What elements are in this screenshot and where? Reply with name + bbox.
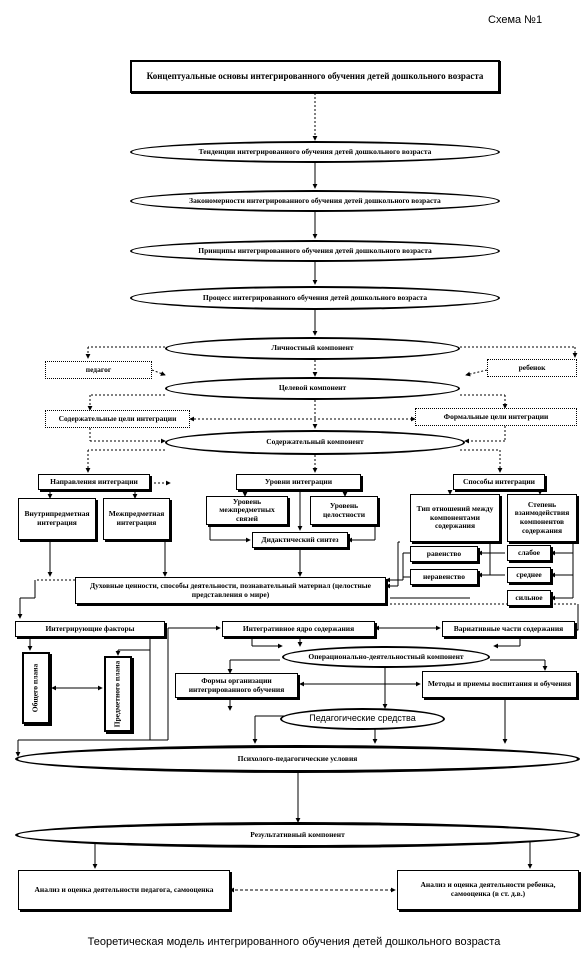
general-plan-label: Общего плана (30, 663, 40, 713)
target-component-ellipse: Целевой компонент (165, 377, 460, 400)
teacher-box: педагог (45, 361, 152, 379)
interaction-degree-box: Степень взаимодействия компонентов содер… (507, 494, 577, 542)
interdisciplinary-level-box: Уровень межпредметных связей (206, 496, 288, 525)
caption: Теоретическая модель интегрированного об… (87, 936, 501, 948)
weak-box: слабое (507, 545, 551, 561)
process-ellipse: Процесс интегрированного обучения детей … (130, 286, 500, 310)
child-box: ребенок (487, 359, 577, 377)
result-component-ellipse: Результативный компонент (15, 822, 580, 848)
general-plan-box: Общего плана (22, 652, 50, 724)
inter-integration-box: Межпредметная интеграция (103, 498, 170, 540)
organization-forms-box: Формы организации интегрированного обуче… (175, 673, 298, 698)
personal-component-ellipse: Личностный компонент (165, 337, 460, 360)
pedagogical-means-ellipse: Педагогические средства (280, 708, 445, 730)
scheme-label: Схема №1 (488, 14, 543, 26)
subject-plan-label: Предметного плана (112, 660, 122, 728)
formal-goals-box: Формальные цели интеграции (415, 408, 577, 426)
strong-box: сильное (507, 590, 551, 606)
subject-plan-box: Предметного плана (104, 656, 132, 732)
levels-header: Уровни интеграции (236, 474, 361, 490)
tendencies-ellipse: Тенденции интегрированного обучения дете… (130, 141, 500, 163)
content-goals-box: Содержательные цели интеграции (45, 410, 190, 428)
teacher-analysis-box: Анализ и оценка деятельности педагога, с… (18, 870, 230, 910)
directions-header: Направления интеграции (38, 474, 150, 490)
relation-type-box: Тип отношений между компонентами содержа… (410, 494, 500, 542)
values-box: Духовные ценности, способы деятельности,… (75, 577, 386, 604)
core-content-box: Интегративное ядро содержания (222, 621, 375, 637)
regularities-ellipse: Закономерности интегрированного обучения… (130, 190, 500, 212)
didactic-synthesis-box: Дидактический синтез (252, 532, 348, 548)
equality-box: равенство (410, 546, 478, 562)
integrating-factors-box: Интегрирующие факторы (15, 621, 165, 637)
principles-ellipse: Принципы интегрированного обучения детей… (130, 240, 500, 262)
inequality-box: неравенство (410, 569, 478, 585)
child-analysis-box: Анализ и оценка деятельности ребенка, са… (397, 870, 579, 910)
variative-parts-box: Вариативные части содержания (442, 621, 575, 637)
methods-header: Способы интеграции (453, 474, 545, 490)
conditions-ellipse: Психолого-педагогические условия (15, 745, 580, 773)
intra-integration-box: Внутрипредметная интеграция (18, 498, 96, 540)
medium-box: среднее (507, 567, 551, 583)
title-box: Концептуальные основы интегрированного о… (130, 60, 500, 93)
methods-upbringing-box: Методы и приемы воспитания и обучения (422, 671, 577, 698)
content-component-ellipse: Содержательный компонент (165, 430, 465, 455)
integrity-level-box: Уровень целостности (310, 496, 378, 525)
operational-component-ellipse: Операционально-деятельностный компонент (282, 646, 490, 668)
